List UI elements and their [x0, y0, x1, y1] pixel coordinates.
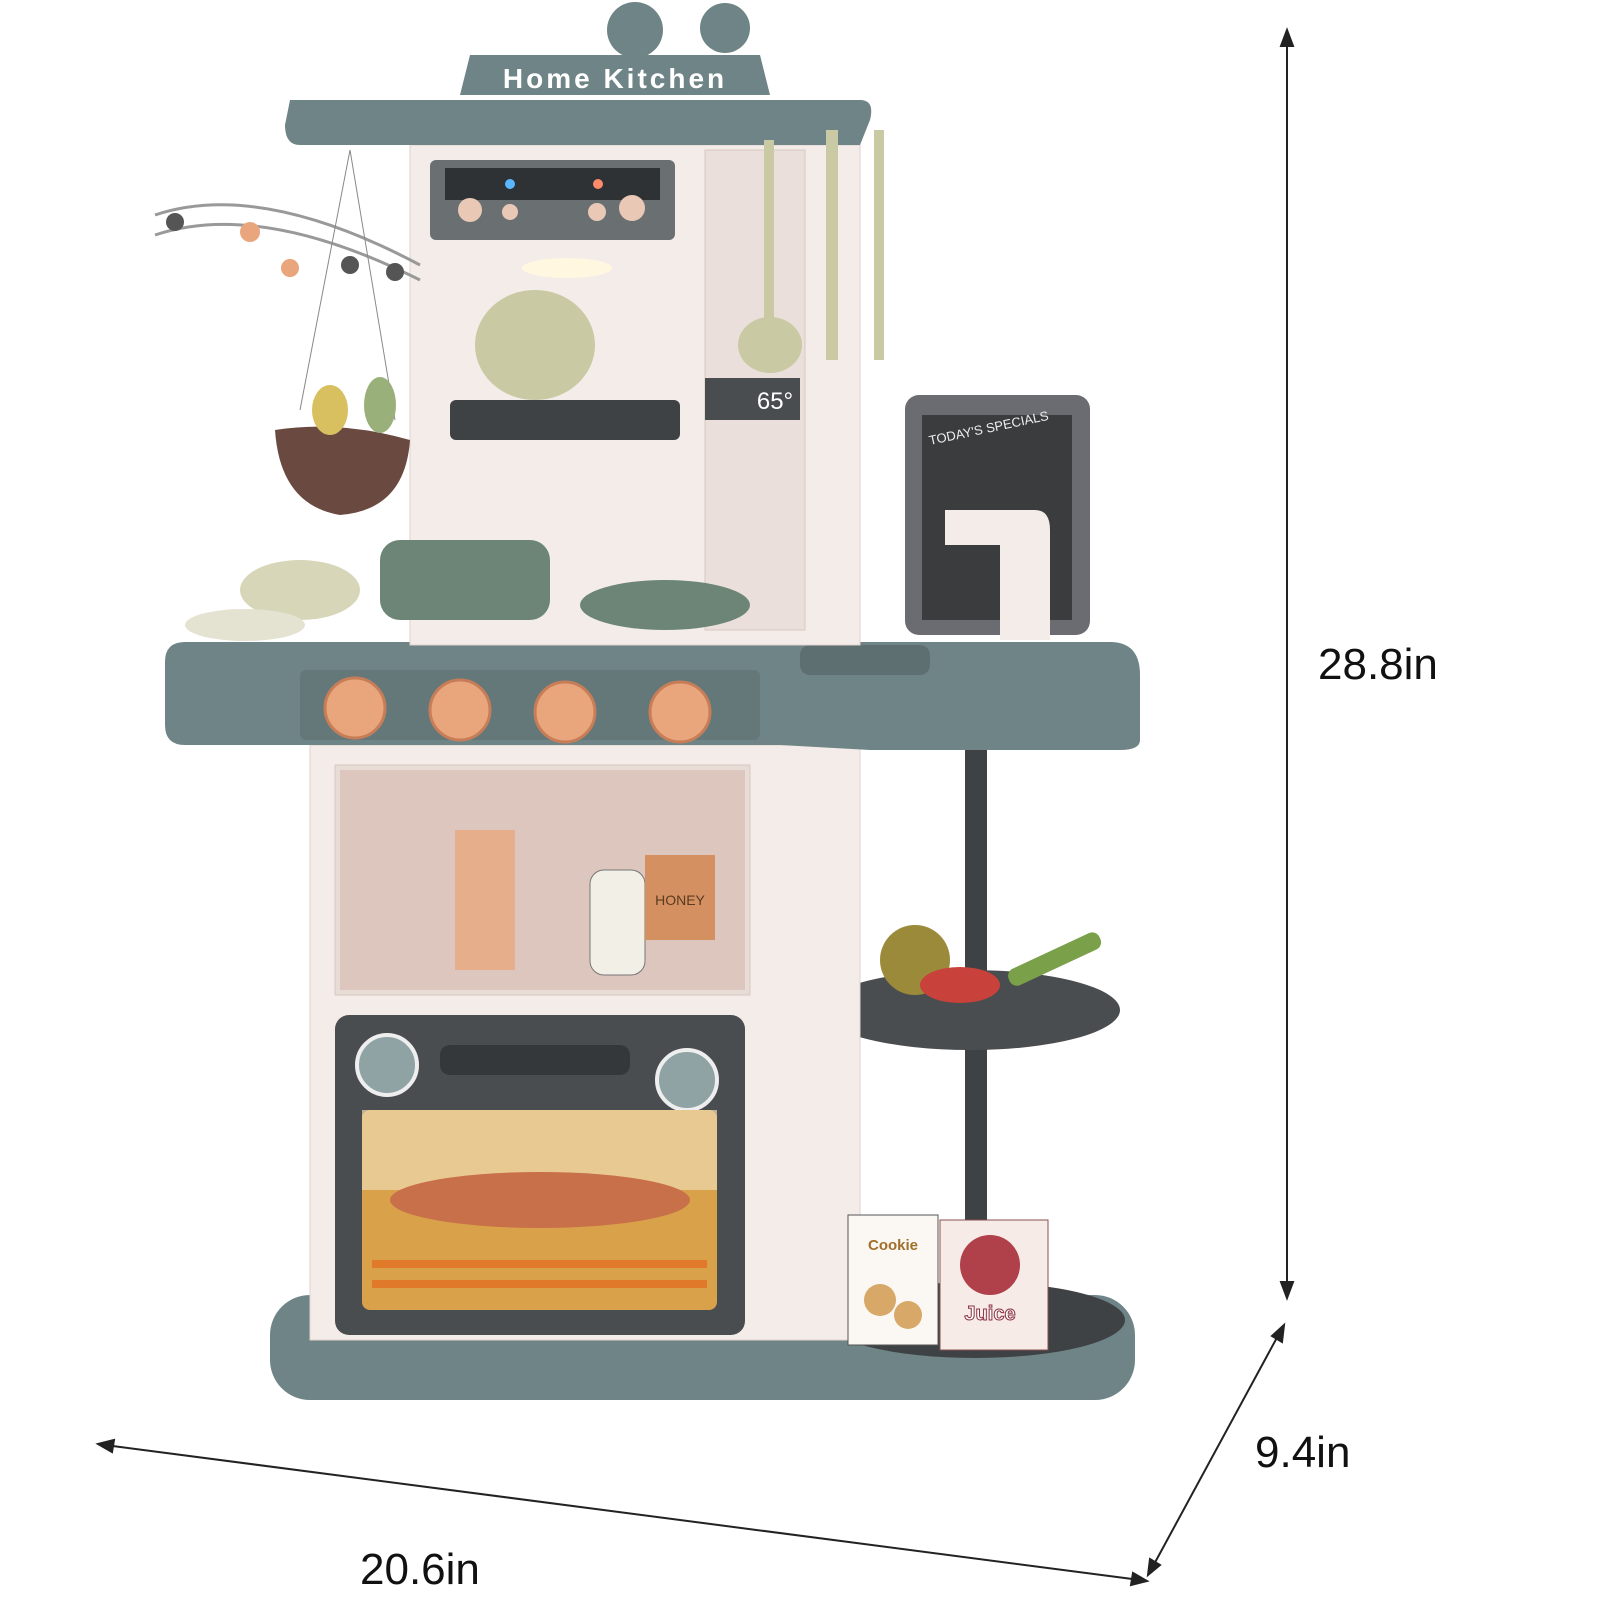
oven-knob-right: [655, 1048, 719, 1112]
cookie-box: [847, 1214, 939, 1346]
width-dimension-line: [104, 1444, 1141, 1581]
cookie-box-label: Cookie: [868, 1237, 918, 1254]
stove-knob: [648, 680, 712, 744]
honey-box: [645, 855, 715, 940]
music-notes-icon: [154, 203, 421, 282]
height-label: 28.8in: [1318, 640, 1438, 689]
depth-dimension-line: [1151, 1331, 1281, 1569]
juice-box-label: Juice: [964, 1303, 1015, 1325]
width-label: 20.6in: [360, 1545, 480, 1594]
sign-text: Home Kitchen: [503, 63, 727, 94]
dish-rack: [450, 400, 680, 440]
temperature-readout: 65°: [757, 388, 793, 415]
stove-knob: [533, 680, 597, 744]
stove-knobs: [323, 676, 712, 744]
temperature-display: [705, 378, 800, 420]
depth-label: 9.4in: [1255, 1428, 1351, 1477]
pot: [380, 540, 550, 620]
hood-light: [522, 258, 612, 278]
dimension-lines: [95, 27, 1295, 1587]
stove-knob: [323, 676, 387, 740]
oven-handle: [440, 1045, 630, 1075]
hanging-utensils: [738, 130, 884, 373]
pan: [580, 580, 750, 630]
hanging-basket: [275, 426, 410, 515]
food-bowl: [240, 560, 360, 620]
round-tray: [820, 970, 1120, 1050]
sign-board: [460, 55, 770, 95]
oven-knob-left: [355, 1033, 419, 1097]
honey-box-label: HONEY: [655, 892, 705, 908]
pizza: [390, 1172, 690, 1228]
plate: [475, 290, 595, 400]
hood: [285, 100, 872, 145]
sink: [800, 645, 930, 675]
faucet: [945, 510, 1050, 640]
stove-knob: [428, 678, 492, 742]
